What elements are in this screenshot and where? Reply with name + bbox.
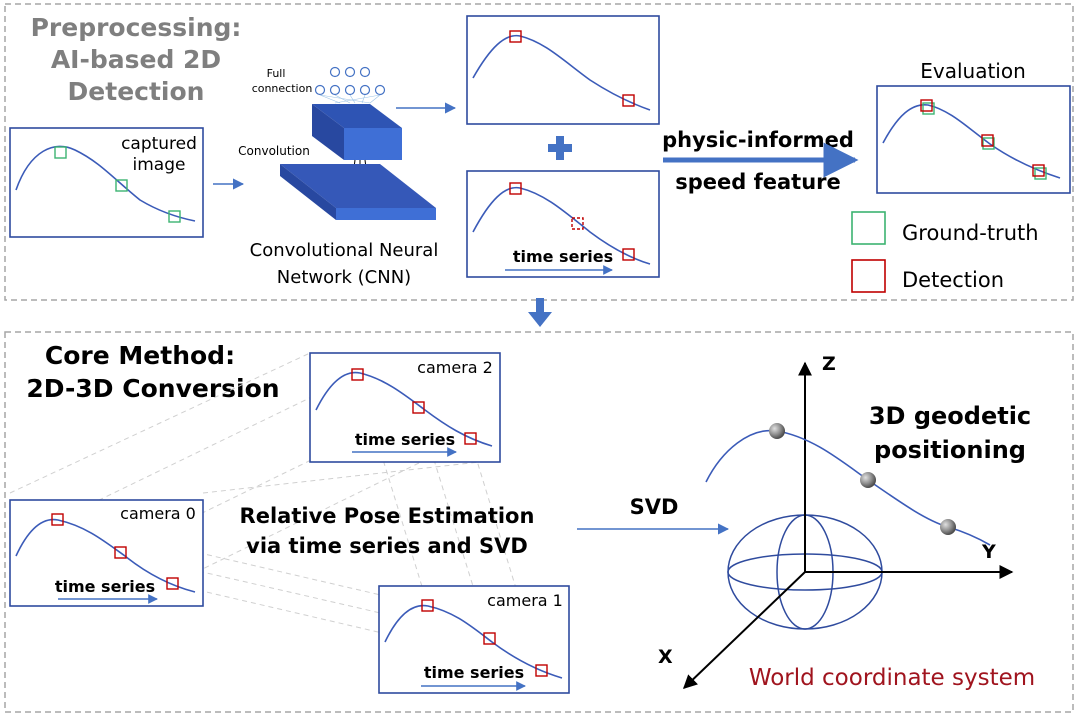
evaluation-panel bbox=[876, 85, 1071, 194]
convolution-label: Convolution bbox=[238, 144, 310, 158]
cnn-label-line2: Network (CNN) bbox=[277, 267, 411, 288]
full-connection-label-line1: Full bbox=[267, 67, 286, 80]
detection-box bbox=[920, 99, 933, 112]
detection-box bbox=[51, 513, 64, 526]
preprocessing-title-line2: AI-based 2D bbox=[51, 45, 221, 74]
z-axis-label: Z bbox=[822, 353, 836, 375]
camera-1-time-series-label: time series bbox=[424, 663, 524, 682]
camera-1-panel: camera 1 time series bbox=[378, 585, 570, 694]
ground-truth-box bbox=[1034, 167, 1047, 180]
detection-box bbox=[412, 401, 425, 414]
cnn-label-line1: Convolutional Neural bbox=[250, 240, 439, 261]
x-axis-line bbox=[682, 571, 806, 689]
ground-truth-box bbox=[922, 102, 935, 115]
down-arrow bbox=[528, 298, 552, 327]
x-axis-label: X bbox=[658, 646, 673, 668]
detection-box bbox=[114, 546, 127, 559]
camera-0-time-series-label: time series bbox=[55, 577, 155, 596]
detection-box bbox=[351, 368, 364, 381]
detection-box bbox=[1032, 164, 1045, 177]
detection-box bbox=[166, 577, 179, 590]
position-point bbox=[769, 423, 785, 439]
preprocessing-title-line3: Detection bbox=[68, 77, 205, 106]
legend-detection-label: Detection bbox=[902, 268, 1004, 292]
camera-2-time-series-label: time series bbox=[355, 430, 455, 449]
legend-detection-swatch bbox=[851, 259, 886, 293]
detection-box bbox=[421, 599, 434, 612]
camera-2-label: camera 2 bbox=[417, 358, 493, 377]
camera-2-panel: camera 2 time series bbox=[309, 352, 501, 463]
time-series-panel: time series bbox=[466, 170, 660, 278]
detection-box bbox=[535, 664, 548, 677]
geodetic-label-line1: 3D geodetic bbox=[869, 402, 1031, 430]
camera-0-label: camera 0 bbox=[120, 504, 196, 523]
ground-truth-box bbox=[168, 210, 181, 223]
preprocessing-title-line1: Preprocessing: bbox=[31, 13, 242, 42]
position-point bbox=[940, 519, 956, 535]
captured-label-line2: image bbox=[133, 155, 186, 175]
ground-truth-box bbox=[54, 146, 67, 159]
core-section-frame bbox=[4, 331, 1074, 713]
evaluation-title: Evaluation bbox=[920, 59, 1026, 83]
plus-icon bbox=[548, 136, 572, 160]
relative-pose-label-line2: via time series and SVD bbox=[246, 534, 528, 558]
detection-box bbox=[464, 432, 477, 445]
captured-label-line1: captured bbox=[121, 134, 197, 154]
core-title-line1: Core Method: bbox=[45, 341, 235, 370]
svd-label: SVD bbox=[630, 495, 679, 519]
legend-ground-truth-label: Ground-truth bbox=[902, 221, 1039, 245]
legend-ground-truth-swatch bbox=[851, 211, 886, 245]
world-coordinate-label: World coordinate system bbox=[749, 665, 1035, 691]
ground-truth-box bbox=[115, 179, 128, 192]
detection-box bbox=[509, 30, 522, 43]
ground-truth-box bbox=[982, 137, 995, 150]
legend: Ground-truth Detection bbox=[851, 211, 1039, 293]
geodetic-label-line2: positioning bbox=[874, 436, 1026, 464]
physic-informed-label: physic-informed bbox=[662, 128, 854, 152]
cnn-illustration: Full connection Convolution Convolutiona… bbox=[238, 66, 439, 288]
neuron-nodes bbox=[314, 66, 386, 96]
speed-feature-label: speed feature bbox=[675, 170, 841, 194]
detection-box bbox=[483, 632, 496, 645]
detection-box bbox=[622, 94, 635, 107]
detection-result-panel bbox=[466, 15, 660, 125]
time-series-label: time series bbox=[513, 247, 613, 266]
relative-pose-label-line1: Relative Pose Estimation bbox=[240, 504, 535, 528]
camera-1-label: camera 1 bbox=[487, 591, 563, 610]
y-axis-label: Y bbox=[981, 541, 996, 563]
full-connection-label-line2: connection bbox=[252, 82, 313, 95]
camera-0-panel: camera 0 time series bbox=[9, 499, 204, 607]
core-title-line2: 2D-3D Conversion bbox=[26, 374, 279, 403]
detection-box bbox=[622, 248, 635, 261]
world-coordinate-system: Z Y X 3D geodetic positioning World coor… bbox=[658, 353, 1035, 691]
preprocessing-section-frame bbox=[4, 3, 1074, 301]
interpolated-detection-box bbox=[571, 217, 584, 230]
detection-box bbox=[509, 182, 522, 195]
detection-box bbox=[981, 134, 994, 147]
position-point bbox=[860, 472, 876, 488]
captured-image-panel: captured image bbox=[9, 127, 204, 238]
